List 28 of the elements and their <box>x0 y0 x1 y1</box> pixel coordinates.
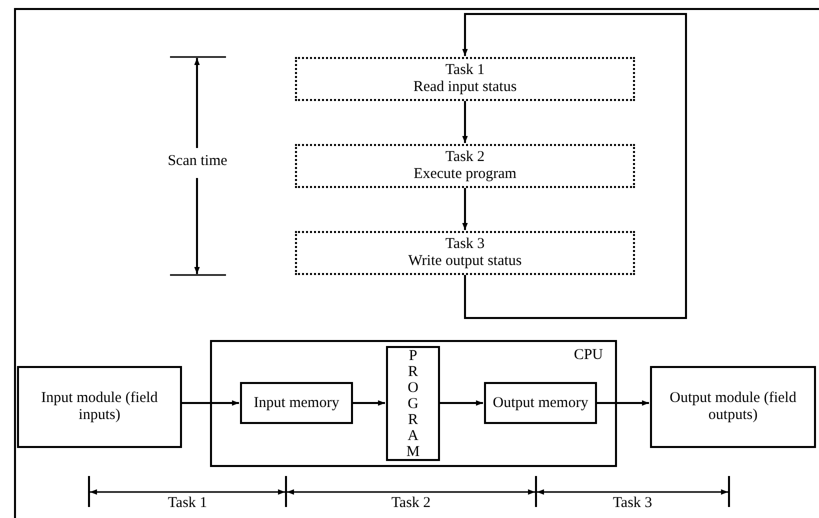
box-text: Input memory <box>254 394 340 412</box>
arrow <box>462 13 687 319</box>
box-heading: CPU <box>574 346 603 365</box>
task-description: Execute program <box>414 166 516 183</box>
process-box <box>386 346 440 461</box>
arrow <box>462 101 468 143</box>
task-box <box>295 231 635 275</box>
arrow <box>440 400 483 406</box>
task-title: Task 3 <box>445 236 485 253</box>
cpu-box <box>210 340 617 467</box>
task-description: Read input status <box>413 79 517 96</box>
task-title: Task 1 <box>445 62 485 79</box>
arrow <box>597 400 649 406</box>
process-box <box>484 382 597 424</box>
task-description: Write output status <box>408 253 522 270</box>
task-box <box>295 144 635 188</box>
arrow <box>353 400 385 406</box>
box-text: Input module (field inputs) <box>40 390 159 424</box>
process-box <box>240 382 353 424</box>
process-box <box>650 366 816 448</box>
vertical-text: PROGRAM <box>406 348 420 460</box>
arrow <box>182 400 239 406</box>
process-box <box>17 366 182 448</box>
task-box <box>295 57 635 101</box>
arrow <box>462 188 468 230</box>
box-text: Output module (field outputs) <box>668 390 798 424</box>
box-text: Output memory <box>492 394 588 412</box>
task-title: Task 2 <box>445 149 485 166</box>
